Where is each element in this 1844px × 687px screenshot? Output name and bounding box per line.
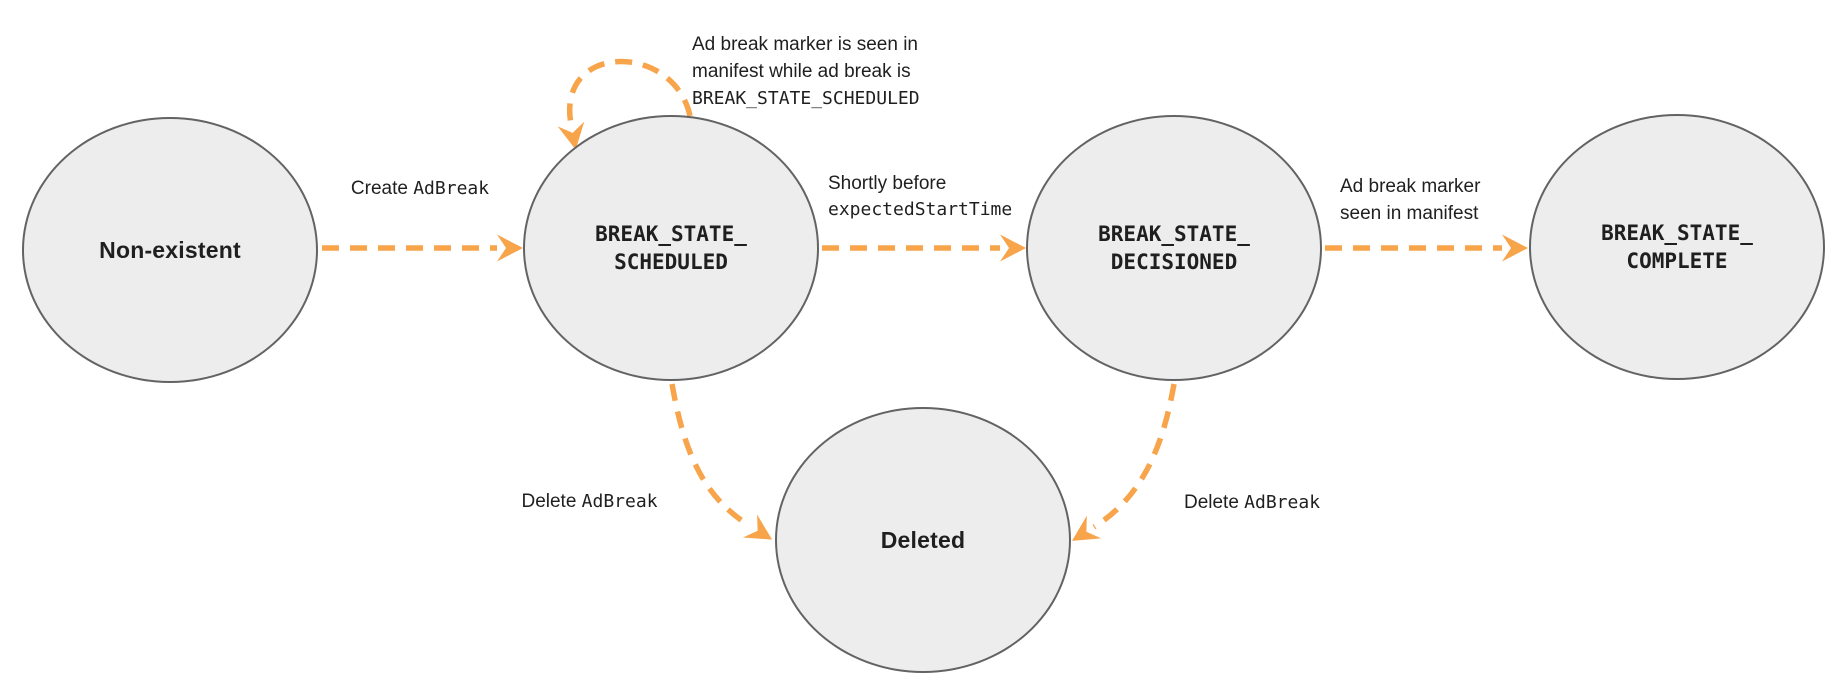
edge-label-delete-adbreak-left: Delete AdBreak xyxy=(521,491,658,512)
edge-label-create-adbreak: Create AdBreak xyxy=(350,178,490,199)
state-break-state-scheduled: BREAK_STATE_SCHEDULED xyxy=(523,115,819,381)
state-deleted: Deleted xyxy=(775,407,1071,673)
state-label: BREAK_STATE_SCHEDULED xyxy=(595,222,747,274)
arrow-scheduled-to-deleted xyxy=(669,383,773,540)
state-label: Deleted xyxy=(880,526,966,553)
state-label: Non-existent xyxy=(99,236,241,263)
arrow-decisioned-to-deleted xyxy=(1072,383,1177,541)
state-break-state-complete: BREAK_STATE_COMPLETE xyxy=(1529,114,1825,380)
edge-label-shortly-before: Shortly before expectedStartTime xyxy=(828,173,1013,220)
state-break-state-decisioned: BREAK_STATE_DECISIONED xyxy=(1026,115,1322,381)
arrow-self-loop-scheduled xyxy=(557,58,693,150)
state-label: BREAK_STATE_DECISIONED xyxy=(1098,222,1250,274)
edge-label-delete-adbreak-right: Delete AdBreak xyxy=(1183,492,1321,513)
edge-label-self-loop: Ad break marker is seen in manifest whil… xyxy=(692,34,920,109)
edge-label-marker-seen: Ad break marker seen in manifest xyxy=(1340,176,1481,224)
state-non-existent: Non-existent xyxy=(22,117,318,383)
state-label: BREAK_STATE_COMPLETE xyxy=(1601,221,1753,273)
